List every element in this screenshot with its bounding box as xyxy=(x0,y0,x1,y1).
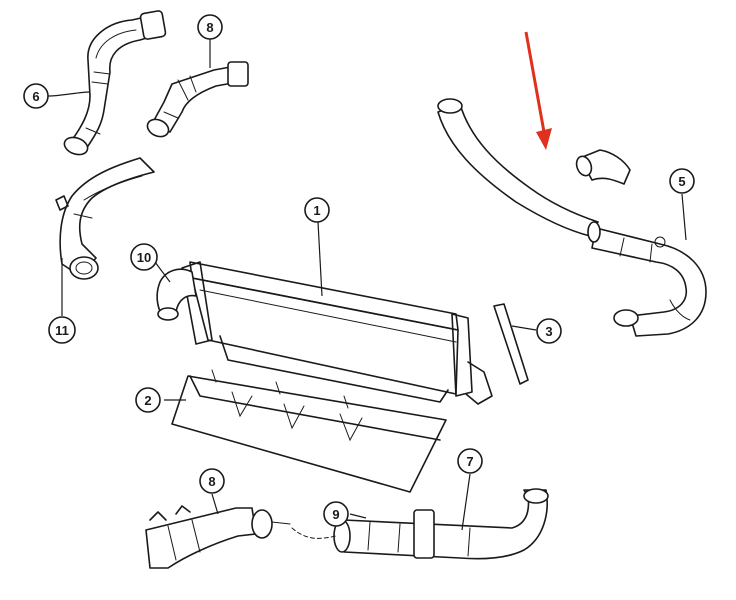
callout-10: 10 xyxy=(130,243,158,271)
callout-8-bottom-label: 8 xyxy=(208,474,215,489)
part-6-hose xyxy=(63,10,167,156)
callout-3: 3 xyxy=(536,318,562,344)
part-7-hose xyxy=(333,488,549,560)
connector-dashed-line xyxy=(291,527,337,539)
part-3-strip xyxy=(493,303,529,385)
callout-9: 9 xyxy=(323,501,349,527)
red-arrow xyxy=(524,31,552,150)
callout-8-top-label: 8 xyxy=(206,20,213,35)
callout-6: 6 xyxy=(23,83,49,109)
callout-2-label: 2 xyxy=(144,393,151,408)
leader-lines xyxy=(47,38,687,531)
callout-6-label: 6 xyxy=(32,89,39,104)
part-2-air-duct xyxy=(171,369,447,493)
callout-11-label: 11 xyxy=(55,323,69,338)
part-1-intercooler xyxy=(181,261,493,405)
part-10-elbow xyxy=(156,268,197,321)
callout-7: 7 xyxy=(457,448,483,474)
part-11-hose xyxy=(55,157,155,280)
part-8-top-hose xyxy=(146,61,249,138)
callout-10-label: 10 xyxy=(137,250,151,265)
callout-8-bottom: 8 xyxy=(199,468,225,494)
part-8-bottom-hose xyxy=(145,505,291,569)
callout-5-label: 5 xyxy=(678,174,685,189)
callout-9-label: 9 xyxy=(332,507,339,522)
callout-1-label: 1 xyxy=(313,203,320,218)
callout-1: 1 xyxy=(304,197,330,223)
callout-2: 2 xyxy=(135,387,161,413)
small-elbow-part xyxy=(575,149,631,185)
callout-3-label: 3 xyxy=(545,324,552,339)
callout-11: 11 xyxy=(48,316,76,344)
callout-5: 5 xyxy=(669,168,695,194)
callout-7-label: 7 xyxy=(466,454,473,469)
highlighted-hose xyxy=(437,98,601,243)
part-5-hose xyxy=(591,227,707,337)
callout-8-top: 8 xyxy=(197,14,223,40)
